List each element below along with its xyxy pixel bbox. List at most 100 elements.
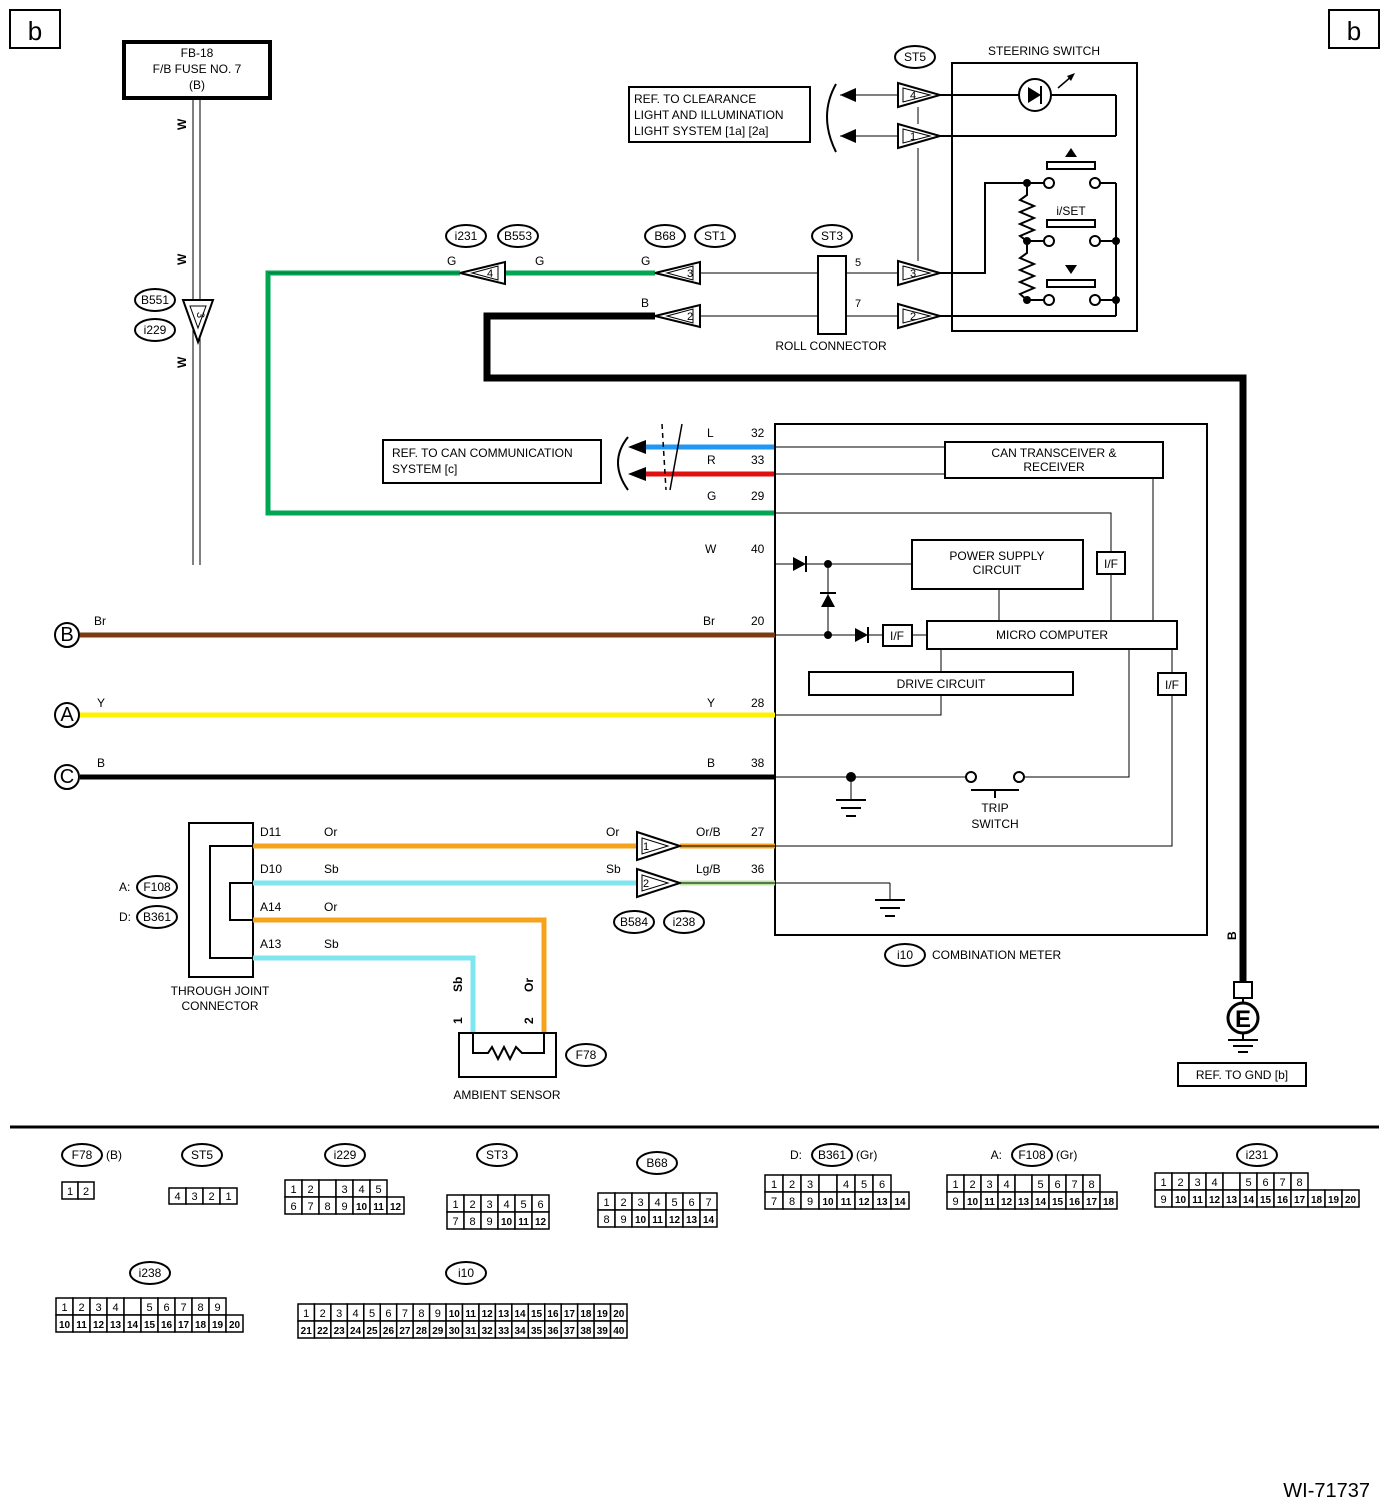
legend-pin: 2 xyxy=(83,1186,89,1198)
legend-pin: 21 xyxy=(301,1326,313,1337)
legend-pin: 6 xyxy=(537,1199,543,1211)
svg-text:I/F: I/F xyxy=(1104,557,1118,571)
svg-text:LIGHT SYSTEM [1a] [2a]: LIGHT SYSTEM [1a] [2a] xyxy=(634,124,769,138)
svg-text:38: 38 xyxy=(751,756,765,770)
svg-text:G: G xyxy=(707,489,716,503)
legend-pin: 13 xyxy=(876,1197,888,1208)
svg-text:Or: Or xyxy=(324,900,337,914)
legend-pin: 1 xyxy=(290,1184,296,1196)
svg-text:REF. TO CLEARANCE: REF. TO CLEARANCE xyxy=(634,92,756,106)
svg-text:1: 1 xyxy=(910,131,916,143)
svg-text:E: E xyxy=(1235,1006,1251,1033)
svg-text:2: 2 xyxy=(687,311,693,323)
legend-pin: 14 xyxy=(1243,1195,1255,1206)
svg-text:Or: Or xyxy=(522,978,536,992)
legend-pin: 17 xyxy=(564,1309,576,1320)
svg-text:2: 2 xyxy=(522,1017,536,1024)
svg-text:Y: Y xyxy=(97,696,105,710)
legend-pin: 3 xyxy=(336,1308,342,1320)
svg-text:B551: B551 xyxy=(141,293,169,307)
legend-pin: 14 xyxy=(703,1215,715,1226)
legend-pin: 3 xyxy=(95,1302,101,1314)
legend-pin: 9 xyxy=(1160,1194,1166,1206)
legend-pin: 6 xyxy=(163,1302,169,1314)
legend-pin: 11 xyxy=(76,1320,87,1331)
svg-text:THROUGH JOINT: THROUGH JOINT xyxy=(171,984,270,998)
legend-pin: 13 xyxy=(686,1215,698,1226)
legend-connector-name: B68 xyxy=(646,1156,668,1170)
svg-text:B584: B584 xyxy=(620,915,648,929)
legend-pin: 7 xyxy=(452,1216,458,1228)
svg-text:CAN TRANSCEIVER &: CAN TRANSCEIVER & xyxy=(991,446,1116,460)
legend-pin: 13 xyxy=(110,1320,122,1331)
legend-pin: 11 xyxy=(518,1217,529,1228)
legend-pin: 13 xyxy=(1226,1195,1238,1206)
legend-pin: 1 xyxy=(603,1197,609,1209)
legend-pin: 3 xyxy=(1194,1177,1200,1189)
legend-pin: 17 xyxy=(1086,1197,1098,1208)
svg-text:C: C xyxy=(60,766,74,788)
legend-pin: 2 xyxy=(307,1184,313,1196)
legend-connector-name: ST5 xyxy=(191,1148,213,1162)
black-wire-c: C B B 38 xyxy=(54,756,775,790)
svg-text:B361: B361 xyxy=(143,910,171,924)
green-wire xyxy=(265,270,775,516)
legend-connector-prefix: A: xyxy=(991,1148,1002,1162)
corner-label-left: b xyxy=(9,9,61,49)
svg-text:3: 3 xyxy=(194,312,206,318)
legend-pin: 11 xyxy=(652,1215,663,1226)
legend-pin: 30 xyxy=(449,1326,461,1337)
legend-connector-name: i231 xyxy=(1246,1148,1269,1162)
through-joint-connector: THROUGH JOINT CONNECTOR A: F108 D: B361 … xyxy=(119,822,339,1013)
legend-pin: 11 xyxy=(465,1309,476,1320)
svg-text:B: B xyxy=(641,296,649,310)
legend-pin: 12 xyxy=(390,1202,402,1213)
legend-connector-name: B361 xyxy=(818,1148,846,1162)
legend-pin: 4 xyxy=(843,1179,849,1191)
svg-text:A13: A13 xyxy=(260,937,282,951)
legend-pin: 12 xyxy=(858,1197,870,1208)
svg-text:20: 20 xyxy=(751,614,765,628)
legend-pin: 9 xyxy=(952,1196,958,1208)
legend-pin: 17 xyxy=(178,1320,190,1331)
svg-text:b: b xyxy=(28,16,42,46)
svg-text:33: 33 xyxy=(751,453,765,467)
corner-label-right: b xyxy=(1328,9,1380,49)
svg-text:CIRCUIT: CIRCUIT xyxy=(973,563,1022,577)
legend-pin: 9 xyxy=(341,1201,347,1213)
legend-pin: 7 xyxy=(307,1201,313,1213)
legend-pin: 18 xyxy=(195,1320,207,1331)
legend-pin: 27 xyxy=(399,1326,411,1337)
svg-text:i229: i229 xyxy=(144,323,167,337)
legend-pin: 5 xyxy=(146,1302,152,1314)
svg-text:29: 29 xyxy=(751,489,765,503)
legend-pin: 12 xyxy=(669,1215,681,1226)
svg-text:Lg/B: Lg/B xyxy=(696,862,721,876)
legend-pin: 10 xyxy=(501,1217,513,1228)
legend-pin: 20 xyxy=(229,1320,241,1331)
legend-pin: 6 xyxy=(688,1197,694,1209)
legend-pin: 19 xyxy=(212,1320,224,1331)
legend-pin: 5 xyxy=(520,1199,526,1211)
svg-text:RECEIVER: RECEIVER xyxy=(1023,460,1085,474)
legend-pin: 15 xyxy=(1052,1197,1064,1208)
svg-text:Sb: Sb xyxy=(451,977,465,992)
svg-text:ST3: ST3 xyxy=(821,229,843,243)
legend-pin: 1 xyxy=(225,1191,231,1203)
svg-text:28: 28 xyxy=(751,696,765,710)
ground-terminal: E REF. TO GND [b] xyxy=(1177,981,1307,1087)
legend-connector-name: i238 xyxy=(139,1266,162,1280)
legend-pin: 34 xyxy=(515,1326,527,1337)
svg-text:3: 3 xyxy=(687,268,693,280)
legend-pin: 20 xyxy=(1345,1195,1357,1206)
diode-icon xyxy=(793,557,806,571)
svg-text:Br: Br xyxy=(703,614,715,628)
yellow-wire: A Y Y 28 xyxy=(54,696,775,728)
legend-pin: 2 xyxy=(620,1197,626,1209)
